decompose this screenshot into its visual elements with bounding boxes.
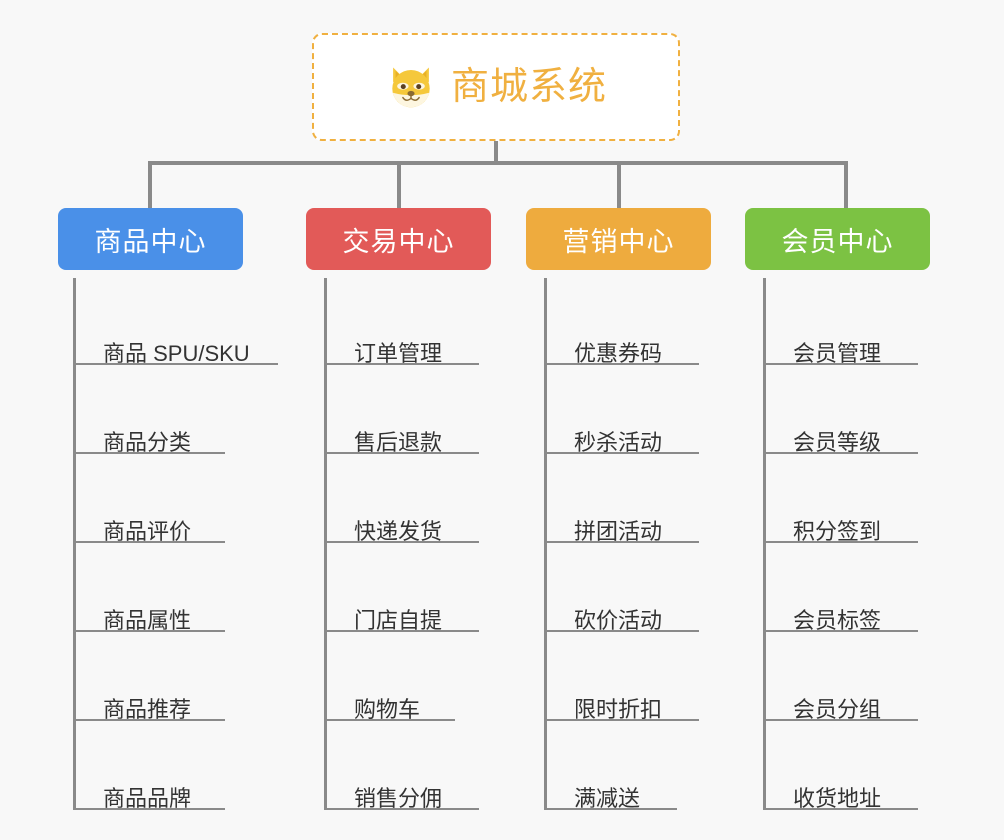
leaf-item[interactable]: 门店自提 [324,610,479,632]
leaf-item-label: 会员分组 [793,697,882,722]
leaf-item[interactable]: 快递发货 [324,521,479,543]
leaf-item-label: 拼团活动 [574,519,663,544]
drop-connector-4 [844,161,848,210]
leaf-item[interactable]: 商品推荐 [73,699,225,721]
horizontal-bus-connector [148,161,848,165]
leaf-item-label: 会员管理 [793,341,882,366]
category-label: 会员中心 [781,226,894,257]
category-box-3[interactable]: 营销中心 [526,208,711,270]
leaf-item[interactable]: 收货地址 [763,788,918,810]
category-label: 交易中心 [342,226,455,257]
column-spine-4 [763,278,766,810]
leaf-item[interactable]: 砍价活动 [544,610,699,632]
category-label: 商品中心 [94,226,207,257]
leaf-item[interactable]: 商品属性 [73,610,225,632]
leaf-item-label: 商品分类 [103,430,192,455]
leaf-item[interactable]: 秒杀活动 [544,432,699,454]
leaf-item[interactable]: 限时折扣 [544,699,699,721]
leaf-item[interactable]: 优惠券码 [544,343,699,365]
leaf-item[interactable]: 会员标签 [763,610,918,632]
leaf-item-label: 快递发货 [354,519,443,544]
leaf-item[interactable]: 商品分类 [73,432,225,454]
root-title: 商城系统 [450,66,607,108]
drop-connector-1 [148,161,152,210]
category-label: 营销中心 [562,226,675,257]
leaf-item[interactable]: 商品 SPU/SKU [73,343,278,365]
leaf-item[interactable]: 订单管理 [324,343,479,365]
leaf-item-label: 会员等级 [793,430,882,455]
leaf-item-label: 订单管理 [354,341,443,366]
root-stem-connector [494,141,498,165]
leaf-item-label: 秒杀活动 [574,430,663,455]
leaf-item[interactable]: 拼团活动 [544,521,699,543]
column-spine-3 [544,278,547,810]
category-box-1[interactable]: 商品中心 [58,208,243,270]
leaf-item-label: 商品属性 [103,608,192,633]
column-spine-2 [324,278,327,810]
root-node[interactable]: 商城系统 [312,33,680,141]
drop-connector-3 [617,161,621,210]
leaf-item-label: 门店自提 [354,608,443,633]
leaf-item-label: 会员标签 [793,608,882,633]
shiba-dog-face-icon [385,61,437,113]
leaf-item[interactable]: 满减送 [544,788,677,810]
leaf-item-label: 销售分佣 [354,786,443,811]
leaf-item-label: 商品评价 [103,519,192,544]
column-spine-1 [73,278,76,810]
leaf-item-label: 商品 SPU/SKU [103,341,250,366]
leaf-item-label: 满减送 [574,786,641,811]
drop-connector-2 [397,161,401,210]
leaf-item-label: 售后退款 [354,430,443,455]
leaf-item[interactable]: 会员等级 [763,432,918,454]
leaf-item[interactable]: 购物车 [324,699,455,721]
leaf-item-label: 砍价活动 [574,608,663,633]
leaf-item[interactable]: 售后退款 [324,432,479,454]
category-box-4[interactable]: 会员中心 [745,208,930,270]
leaf-item-label: 商品推荐 [103,697,192,722]
leaf-item-label: 积分签到 [793,519,882,544]
leaf-item[interactable]: 商品评价 [73,521,225,543]
leaf-item-label: 商品品牌 [103,786,192,811]
leaf-item-label: 收货地址 [793,786,882,811]
leaf-item[interactable]: 销售分佣 [324,788,479,810]
leaf-item[interactable]: 会员分组 [763,699,918,721]
leaf-item[interactable]: 会员管理 [763,343,918,365]
leaf-item-label: 优惠券码 [574,341,663,366]
leaf-item[interactable]: 积分签到 [763,521,918,543]
leaf-item[interactable]: 商品品牌 [73,788,225,810]
leaf-item-label: 限时折扣 [574,697,663,722]
category-box-2[interactable]: 交易中心 [306,208,491,270]
leaf-item-label: 购物车 [354,697,421,722]
